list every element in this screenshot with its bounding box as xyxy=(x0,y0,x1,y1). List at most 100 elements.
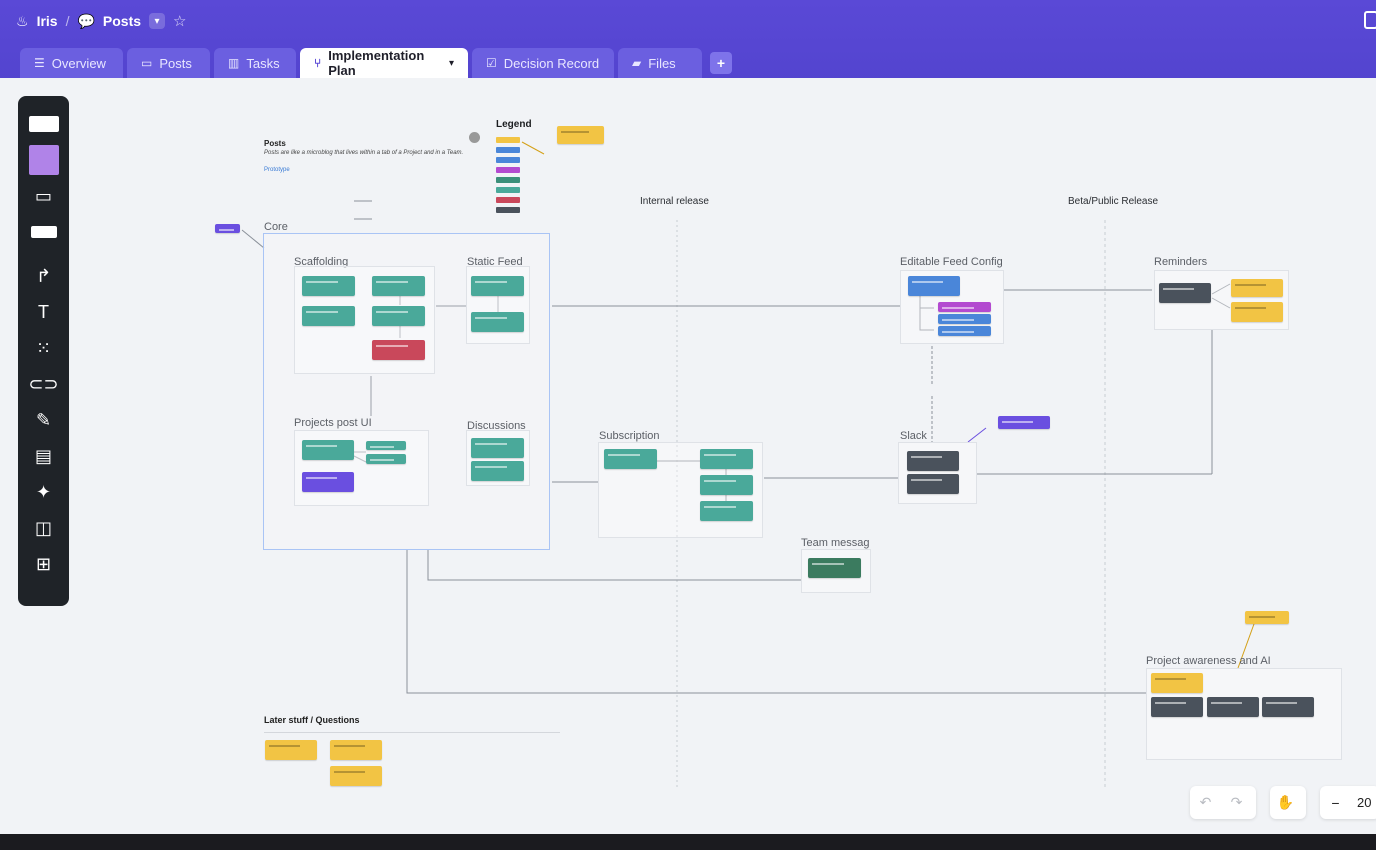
sticky-note[interactable] xyxy=(1151,673,1203,693)
task-card[interactable] xyxy=(1207,697,1259,717)
sticky-note[interactable] xyxy=(330,740,382,760)
task-card[interactable] xyxy=(938,302,991,312)
tab-decision-record[interactable]: ☑Decision Record xyxy=(472,48,614,78)
task-card[interactable] xyxy=(471,438,524,458)
workspace-logo-icon[interactable]: ♨ xyxy=(16,12,29,29)
frame-title-subscription: Subscription xyxy=(599,430,660,442)
hand-icon[interactable]: ✋ xyxy=(1276,794,1295,810)
toolbar-divider xyxy=(24,250,64,258)
task-card[interactable] xyxy=(302,440,354,460)
milestone-tag[interactable] xyxy=(998,416,1050,429)
legend-item[interactable] xyxy=(496,187,520,193)
card-branch-icon[interactable] xyxy=(24,214,64,250)
star-icon[interactable]: ☆ xyxy=(173,13,187,30)
connector-label xyxy=(906,384,958,394)
tab-posts[interactable]: ▭Posts xyxy=(127,48,210,78)
kanban-icon: ▥ xyxy=(228,56,240,70)
legend-item[interactable] xyxy=(496,177,520,183)
task-card[interactable] xyxy=(302,276,355,296)
task-card[interactable] xyxy=(808,558,861,578)
sticky-note[interactable] xyxy=(330,766,382,786)
task-card[interactable] xyxy=(366,441,406,450)
frame-title-discussions: Discussions xyxy=(467,420,526,432)
task-card[interactable] xyxy=(700,475,753,495)
avatar[interactable] xyxy=(469,132,480,143)
frame-title-editable-feed: Editable Feed Config xyxy=(900,256,1003,268)
legend-item[interactable] xyxy=(496,137,520,143)
legend-item[interactable] xyxy=(496,197,520,203)
pan-tool-group: ✋ xyxy=(1270,786,1306,819)
divider xyxy=(264,732,560,733)
task-card[interactable] xyxy=(1151,697,1203,717)
text-icon[interactable]: T xyxy=(38,301,49,322)
tab-bar: ☰Overview ▭Posts ▥Tasks ⑂Implementation … xyxy=(20,48,732,78)
legend-item[interactable] xyxy=(496,167,520,173)
tab-implementation-plan[interactable]: ⑂Implementation Plan▾ xyxy=(300,48,468,78)
task-card[interactable] xyxy=(907,451,959,471)
breadcrumb: ♨ Iris / 💬 Posts ▾ ☆ xyxy=(16,10,186,32)
frame-icon[interactable]: ▤ xyxy=(34,445,52,466)
task-card[interactable] xyxy=(938,314,991,324)
task-card[interactable] xyxy=(907,474,959,494)
tab-overview[interactable]: ☰Overview xyxy=(20,48,123,78)
list-icon: ☰ xyxy=(34,56,45,70)
task-card[interactable] xyxy=(471,461,524,481)
link-icon[interactable]: ⊂⊃ xyxy=(28,373,59,394)
task-card[interactable] xyxy=(372,276,425,296)
task-card[interactable] xyxy=(366,454,406,464)
posts-heading: Posts xyxy=(264,139,286,148)
task-card[interactable] xyxy=(471,276,524,296)
chevron-down-icon[interactable]: ▾ xyxy=(149,13,166,29)
whiteboard-canvas[interactable]: ▭ ↱ T ⁙ ⊂⊃ ✎ ▤ ✦ ◫ ⊞ Posts Posts are lik… xyxy=(0,78,1376,834)
connectors xyxy=(241,141,1255,788)
breadcrumb-separator: / xyxy=(65,13,70,29)
legend-item[interactable] xyxy=(496,207,520,213)
grid-icon[interactable]: ⁙ xyxy=(35,337,52,358)
present-icon[interactable] xyxy=(1364,11,1376,29)
tab-files[interactable]: ▰Files xyxy=(618,48,702,78)
task-card[interactable] xyxy=(1262,697,1314,717)
chevron-down-icon[interactable]: ▾ xyxy=(448,57,454,69)
frame-title-static-feed: Static Feed xyxy=(467,256,523,268)
sticky-note[interactable] xyxy=(557,126,604,144)
task-card[interactable] xyxy=(372,306,425,326)
devices-icon[interactable]: ▭ xyxy=(34,185,52,206)
zoom-out-icon[interactable]: − xyxy=(1331,794,1340,811)
task-card[interactable] xyxy=(938,326,991,336)
add-icon[interactable]: ⊞ xyxy=(35,553,52,574)
sticky-note[interactable] xyxy=(265,740,317,760)
frame-title-projects-post-ui: Projects post UI xyxy=(294,417,372,429)
task-card[interactable] xyxy=(700,501,753,521)
zoom-control: − 20 xyxy=(1320,786,1376,819)
cards-icon[interactable] xyxy=(24,106,64,142)
sticky-note[interactable] xyxy=(1231,302,1283,322)
tab-tasks[interactable]: ▥Tasks xyxy=(214,48,296,78)
breadcrumb-workspace[interactable]: Iris xyxy=(36,13,58,29)
task-card[interactable] xyxy=(302,472,354,492)
section-internal-release: Internal release xyxy=(640,196,709,207)
connector-icon[interactable]: ↱ xyxy=(35,265,52,286)
breadcrumb-page[interactable]: Posts xyxy=(102,13,142,29)
sticky-note-icon[interactable] xyxy=(24,142,64,178)
legend-item[interactable] xyxy=(496,157,520,163)
task-card[interactable] xyxy=(604,449,657,469)
frame-title-core: Core xyxy=(264,221,288,233)
add-tab-button[interactable]: + xyxy=(710,52,732,74)
layout-icon[interactable]: ◫ xyxy=(34,517,52,538)
task-card[interactable] xyxy=(372,340,425,360)
prototype-link[interactable]: Prototype xyxy=(264,167,290,173)
redo-icon[interactable]: ↷ xyxy=(1230,794,1243,810)
sparkle-icon[interactable]: ✦ xyxy=(35,481,52,502)
undo-icon[interactable]: ↶ xyxy=(1199,794,1212,810)
task-card[interactable] xyxy=(908,276,960,296)
milestone-tag[interactable] xyxy=(215,224,240,233)
task-card[interactable] xyxy=(700,449,753,469)
sticky-note[interactable] xyxy=(1245,611,1289,624)
task-card[interactable] xyxy=(1159,283,1211,303)
chat-icon: 💬 xyxy=(77,12,95,29)
task-card[interactable] xyxy=(471,312,524,332)
legend-item[interactable] xyxy=(496,147,520,153)
sticky-note[interactable] xyxy=(1231,279,1283,297)
pen-icon[interactable]: ✎ xyxy=(35,409,52,430)
task-card[interactable] xyxy=(302,306,355,326)
